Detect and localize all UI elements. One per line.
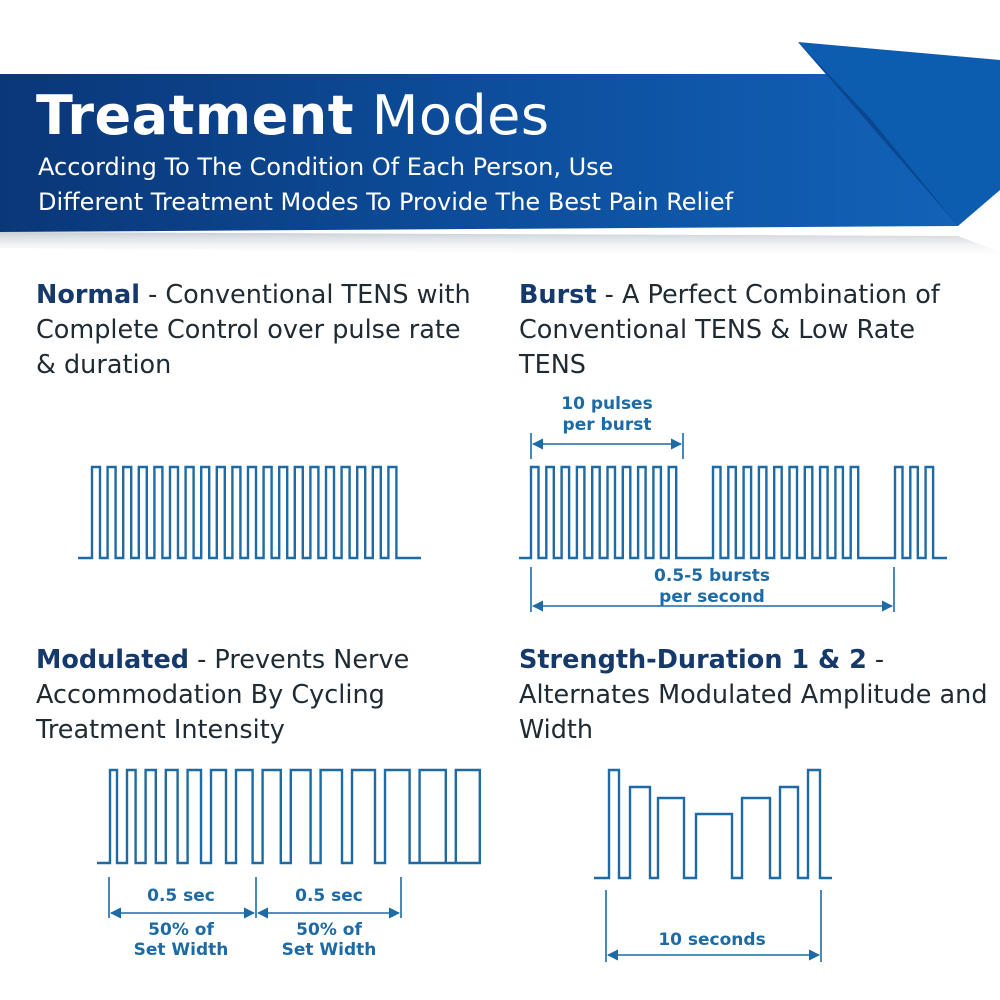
- modulated-name: Modulated: [36, 645, 189, 675]
- burst-rate-label-2: per second: [659, 587, 765, 607]
- burst-heading: Burst - A Perfect Combination of Convent…: [519, 278, 989, 383]
- strength-duration-description: - Alternates Modulated Amplitude and Wid…: [519, 645, 988, 745]
- burst-rate-label-1: 0.5-5 bursts: [654, 566, 770, 586]
- normal-name: Normal: [36, 280, 140, 310]
- normal-description: - Conventional TENS with Complete Contro…: [36, 280, 471, 380]
- modulated-interval-1-time: 0.5 sec: [147, 886, 215, 906]
- burst-pulses-label-1: 10 pulses: [561, 394, 652, 414]
- burst-description: - A Perfect Combination of Conventional …: [519, 280, 940, 380]
- modulated-waveform: [97, 768, 481, 865]
- burst-name: Burst: [519, 280, 597, 310]
- banner-fold-corner: [798, 42, 1000, 226]
- modulated-description: - Prevents Nerve Accommodation By Cyclin…: [36, 645, 410, 745]
- burst-pulses-label-2: per burst: [563, 415, 652, 435]
- title-bold: Treatment: [36, 84, 355, 147]
- banner-fold-shade: [798, 42, 958, 226]
- normal-waveform: [78, 465, 421, 560]
- banner-shadow: [0, 232, 1000, 258]
- modulated-interval-2-time: 0.5 sec: [295, 886, 363, 906]
- strength-duration-waveform: [594, 768, 832, 880]
- header-banner: [0, 42, 1000, 258]
- sd-period-label: 10 seconds: [658, 930, 765, 950]
- modulated-interval-2-width-2: Set Width: [282, 940, 377, 960]
- modulated-interval-1-width-1: 50% of: [148, 920, 214, 940]
- subtitle-line-2: Different Treatment Modes To Provide The…: [38, 188, 734, 216]
- strength-duration-name: Strength-Duration 1 & 2: [519, 645, 867, 675]
- subtitle-line-1: According To The Condition Of Each Perso…: [38, 153, 614, 181]
- page-title: Treatment Modes: [36, 84, 550, 148]
- burst-waveform: [519, 465, 947, 560]
- normal-heading: Normal - Conventional TENS with Complete…: [36, 278, 486, 383]
- banner-band: [0, 74, 958, 232]
- title-light: Modes: [371, 84, 550, 147]
- modulated-heading: Modulated - Prevents Nerve Accommodation…: [36, 643, 486, 748]
- strength-duration-heading: Strength-Duration 1 & 2 - Alternates Mod…: [519, 643, 989, 748]
- modulated-interval-1-width-2: Set Width: [134, 940, 229, 960]
- modulated-interval-2-width-1: 50% of: [296, 920, 362, 940]
